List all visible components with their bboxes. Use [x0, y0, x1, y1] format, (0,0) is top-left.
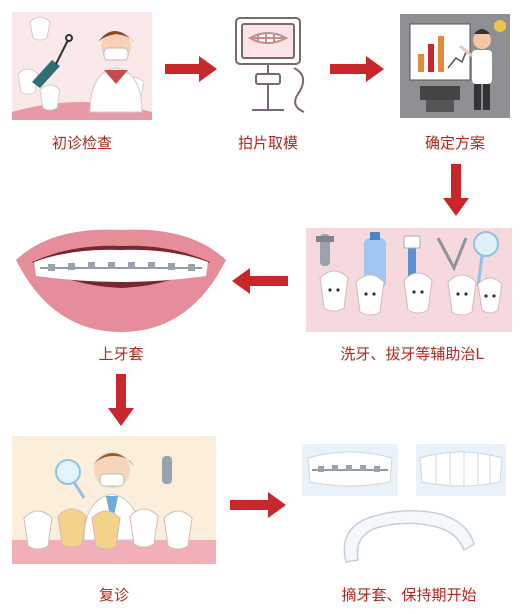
xray-machine-icon	[235, 17, 305, 113]
arrow-down-1	[441, 164, 471, 216]
tooth-icon	[319, 270, 503, 316]
tooth-icon	[23, 508, 193, 550]
step-label-treatment-plan: 确定方案	[424, 134, 485, 152]
arrow-right-1	[165, 54, 217, 84]
step-label-initial-exam: 初诊检查	[51, 134, 112, 152]
step-label-pre-treatment: 洗牙、拔牙等辅助治L	[340, 345, 484, 363]
step-treatment-plan-illustration	[400, 14, 510, 118]
braces-mouth-icon	[16, 229, 226, 332]
step-initial-exam-illustration	[12, 12, 152, 120]
doctor-icon	[459, 29, 492, 110]
arrow-right-3	[230, 490, 286, 520]
step-pre-treatment-illustration	[306, 228, 512, 332]
arrow-icon	[232, 268, 288, 294]
arrow-icon	[230, 492, 286, 518]
dentist-icon	[89, 31, 143, 113]
arrow-icon	[330, 56, 384, 82]
forceps-icon	[436, 237, 468, 272]
step-label-xray-impression: 拍片取模	[237, 134, 298, 152]
arrow-icon	[108, 374, 134, 426]
braces-teeth-icon	[302, 444, 398, 496]
step-follow-up-illustration	[12, 436, 216, 564]
step-label-braces-on: 上牙套	[98, 345, 144, 363]
arrow-down-2	[106, 374, 136, 426]
step-label-retention: 摘牙套、保持期开始	[341, 586, 477, 604]
step-xray-impression-illustration	[222, 12, 314, 120]
step-retention-illustration	[298, 440, 510, 570]
magnifier-icon	[55, 459, 86, 499]
arrow-icon	[443, 164, 469, 216]
retainer-icon	[343, 510, 475, 563]
arrow-left-1	[232, 266, 288, 296]
dental-tool-icon	[32, 34, 73, 88]
dental-drill-icon	[316, 234, 334, 266]
dental-drill-icon	[162, 456, 172, 484]
arrow-right-2	[330, 54, 384, 84]
presentation-board-icon	[409, 23, 471, 112]
arrow-icon	[165, 56, 217, 82]
step-label-follow-up: 复诊	[98, 586, 129, 604]
mirror-icon	[473, 231, 499, 287]
step-braces-on-illustration	[12, 222, 230, 334]
clean-teeth-icon	[416, 444, 506, 496]
